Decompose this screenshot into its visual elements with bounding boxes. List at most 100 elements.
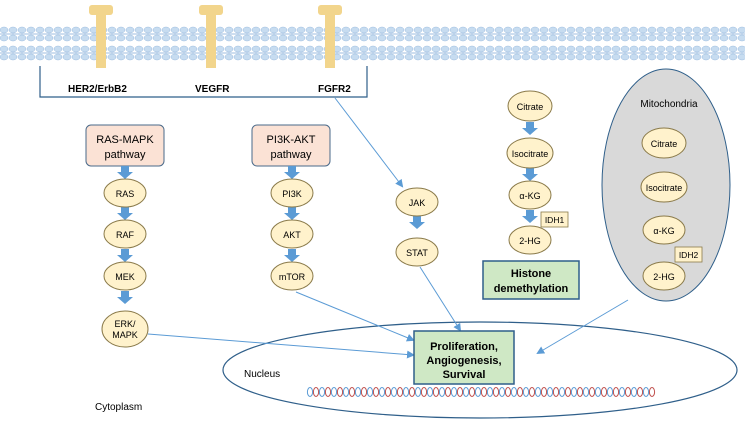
- outcome-box: Proliferation, Angiogenesis, Survival: [413, 330, 515, 385]
- dna-turn: [336, 387, 344, 397]
- membrane-bead: [530, 45, 540, 53]
- membrane-bead: [17, 26, 27, 34]
- receptor-fgfr2: [318, 5, 342, 68]
- membrane-bead: [584, 34, 594, 42]
- membrane-bead: [305, 45, 315, 53]
- membrane-bead: [692, 34, 702, 42]
- dna-turn: [342, 387, 350, 397]
- membrane-bead: [8, 53, 18, 61]
- membrane-bead: [341, 26, 351, 34]
- membrane-bead: [143, 53, 153, 61]
- enzyme-label: IDH1: [545, 215, 565, 225]
- dna-turn: [420, 387, 428, 397]
- node-label: Isocitrate: [512, 149, 549, 159]
- membrane-bead: [170, 53, 180, 61]
- dna-strand: [306, 387, 656, 397]
- pi3k-node-mtor: mTOR: [270, 261, 314, 291]
- membrane-bead: [314, 53, 324, 61]
- node-label: 2-HG: [519, 236, 541, 246]
- membrane-bead: [242, 53, 252, 61]
- dna-turn: [432, 387, 440, 397]
- dna-turn: [438, 387, 446, 397]
- node-label: RAS: [116, 189, 135, 199]
- membrane-bead: [575, 53, 585, 61]
- membrane-bead: [8, 34, 18, 42]
- membrane-bead: [359, 45, 369, 53]
- membrane-bead: [260, 45, 270, 53]
- membrane-bead: [593, 53, 603, 61]
- membrane-bead: [728, 53, 738, 61]
- membrane-bead: [296, 34, 306, 42]
- membrane-bead: [629, 45, 639, 53]
- membrane-bead: [557, 53, 567, 61]
- dna-turn: [636, 387, 644, 397]
- label-her2: HER2/ErbB2: [68, 84, 127, 95]
- membrane-bead: [242, 26, 252, 34]
- node-label: α-KG: [653, 226, 674, 236]
- membrane-bead: [485, 53, 495, 61]
- membrane-bead: [440, 53, 450, 61]
- histone-line1: Histone: [511, 268, 551, 280]
- mito-node-akg: α-KG: [642, 215, 686, 245]
- membrane-bead: [557, 34, 567, 42]
- membrane-bead: [161, 34, 171, 42]
- dna-turn: [540, 387, 548, 397]
- membrane-bead: [431, 34, 441, 42]
- membrane-bead: [638, 53, 648, 61]
- membrane-bead: [278, 45, 288, 53]
- arrow-down-icon: [284, 166, 300, 179]
- dna-turn: [306, 387, 314, 397]
- membrane-bead: [224, 53, 234, 61]
- membrane-bead: [494, 34, 504, 42]
- membrane-bead: [386, 45, 396, 53]
- arrow-down-icon: [522, 168, 538, 181]
- membrane-bead: [233, 45, 243, 53]
- jak-node: JAK: [395, 187, 439, 217]
- dna-turn: [570, 387, 578, 397]
- node-label: α-KG: [519, 191, 540, 201]
- dna-turn: [534, 387, 542, 397]
- membrane-bead: [494, 26, 504, 34]
- membrane-bead: [701, 53, 711, 61]
- membrane-bead: [449, 26, 459, 34]
- membrane-bead: [314, 34, 324, 42]
- membrane-bead: [314, 45, 324, 53]
- membrane-bead: [575, 26, 585, 34]
- dna-turn: [372, 387, 380, 397]
- membrane-bead: [26, 53, 36, 61]
- membrane-bead: [620, 53, 630, 61]
- membrane-bead: [539, 34, 549, 42]
- membrane-bead: [341, 45, 351, 53]
- membrane-bead: [179, 26, 189, 34]
- membrane-bead: [404, 26, 414, 34]
- membrane-bead: [494, 45, 504, 53]
- ras-mapk-pathway-box: RAS-MAPK pathway: [85, 124, 165, 167]
- membrane-bead: [188, 26, 198, 34]
- membrane-bead: [269, 26, 279, 34]
- dna-turn: [468, 387, 476, 397]
- membrane-bead: [467, 53, 477, 61]
- membrane-bead: [197, 26, 207, 34]
- dna-turn: [480, 387, 488, 397]
- membrane-bead: [215, 34, 225, 42]
- membrane-bead: [71, 26, 81, 34]
- membrane-bead: [512, 53, 522, 61]
- membrane-bead: [521, 34, 531, 42]
- dna-turn: [642, 387, 650, 397]
- membrane-bead: [53, 26, 63, 34]
- outcome-line3: Survival: [443, 369, 486, 381]
- membrane-bead: [440, 45, 450, 53]
- membrane-bead: [125, 26, 135, 34]
- membrane-bead: [161, 26, 171, 34]
- dna-turn: [378, 387, 386, 397]
- arrow-down-icon: [522, 122, 538, 135]
- dna-turn: [612, 387, 620, 397]
- dna-turn: [384, 387, 392, 397]
- node-label: Citrate: [517, 102, 544, 112]
- dna-turn: [582, 387, 590, 397]
- membrane-bead: [431, 53, 441, 61]
- membrane-bead: [521, 45, 531, 53]
- membrane-bead: [395, 26, 405, 34]
- membrane-bead: [368, 45, 378, 53]
- membrane-bead: [296, 53, 306, 61]
